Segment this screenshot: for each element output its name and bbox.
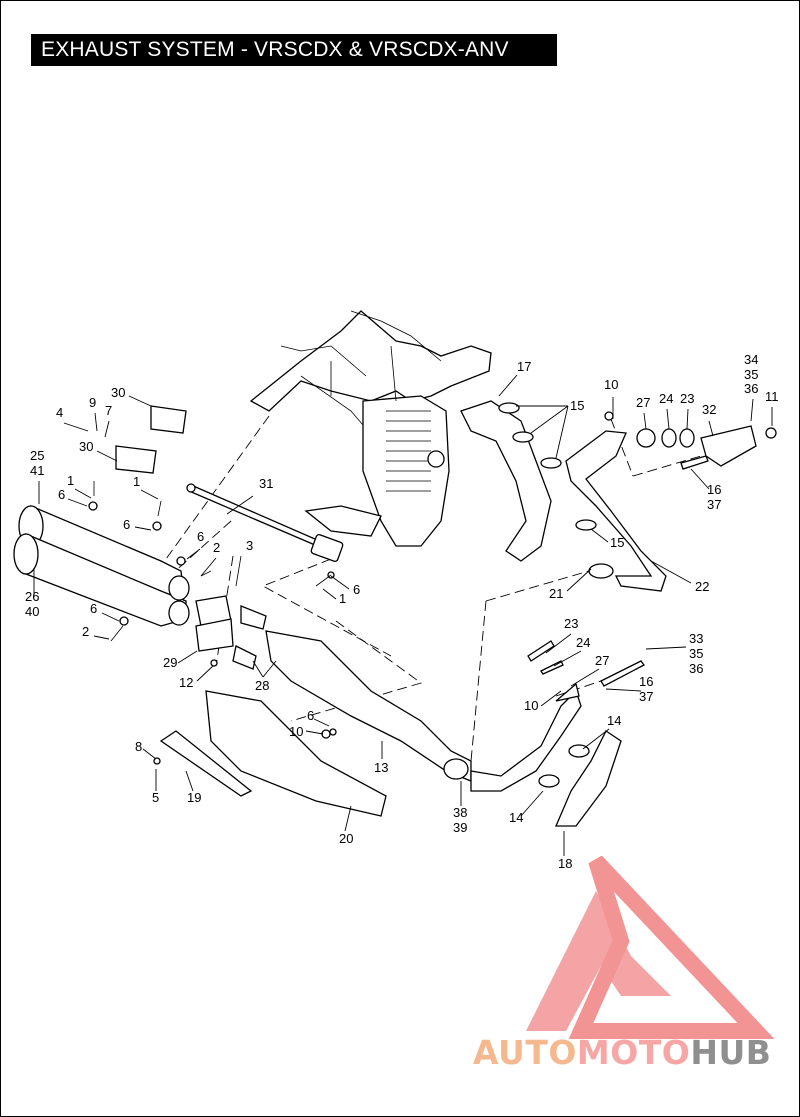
callout-c21: 21 <box>549 586 563 601</box>
callout-c39: 39 <box>453 820 467 835</box>
callout-c1b: 1 <box>133 474 140 489</box>
callout-c18: 18 <box>558 856 572 871</box>
callout-c27a: 27 <box>636 395 650 410</box>
callout-c24a: 24 <box>659 391 673 406</box>
callout-c15b: 15 <box>610 535 624 550</box>
callout-c5: 5 <box>152 790 159 805</box>
callout-c6a: 6 <box>58 487 65 502</box>
callout-c40: 40 <box>25 604 39 619</box>
callout-c14b: 14 <box>509 810 523 825</box>
callout-c7: 7 <box>105 403 112 418</box>
callout-c32: 32 <box>702 402 716 417</box>
callout-c30a: 30 <box>111 385 125 400</box>
callout-c37b: 37 <box>639 689 653 704</box>
callout-c30b: 30 <box>79 439 93 454</box>
callout-c36a: 36 <box>744 381 758 396</box>
callout-c41: 41 <box>30 463 44 478</box>
callout-c17: 17 <box>517 359 531 374</box>
callout-c4: 4 <box>56 405 63 420</box>
frame-assembly <box>249 310 492 547</box>
callout-c16b: 16 <box>639 674 653 689</box>
callout-c6c: 6 <box>197 529 204 544</box>
callout-c27b: 27 <box>595 653 609 668</box>
page-title: EXHAUST SYSTEM - VRSCDX & VRSCDX-ANV <box>31 34 557 66</box>
head-pipe-body <box>159 630 582 817</box>
callout-c36b: 36 <box>689 661 703 676</box>
muffler-assembly <box>13 405 267 670</box>
callout-c14a: 14 <box>607 713 621 728</box>
callout-c23a: 23 <box>680 391 694 406</box>
callout-c10b: 10 <box>524 698 538 713</box>
callout-c24b: 24 <box>576 635 590 650</box>
callout-c35a: 35 <box>744 367 758 382</box>
callout-c1c: 1 <box>339 591 346 606</box>
callout-c28: 28 <box>255 678 269 693</box>
callout-c34: 34 <box>744 352 758 367</box>
callout-c25: 25 <box>30 448 44 463</box>
callout-leaders <box>33 374 773 856</box>
callout-c38: 38 <box>453 805 467 820</box>
callout-c11: 11 <box>765 389 779 404</box>
support-rod <box>186 483 344 562</box>
callout-c20: 20 <box>339 831 353 846</box>
brand-wordmark: AUTOMOTOHUB <box>473 1033 771 1072</box>
callout-c3: 3 <box>246 538 253 553</box>
callout-c10a: 10 <box>604 377 618 392</box>
right-header-pipes <box>460 400 777 827</box>
callout-c8: 8 <box>135 739 142 754</box>
brand-part-moto: MOTO <box>576 1033 691 1072</box>
callout-c6b: 6 <box>123 517 130 532</box>
brand-logo <box>526 856 775 1039</box>
callout-c2b: 2 <box>82 624 89 639</box>
callout-c29: 29 <box>163 655 177 670</box>
callout-c12: 12 <box>179 675 193 690</box>
callout-c26: 26 <box>25 589 39 604</box>
callout-c1a: 1 <box>67 473 74 488</box>
callout-c13: 13 <box>374 760 388 775</box>
callout-c2a: 2 <box>213 540 220 555</box>
callout-c23b: 23 <box>564 616 578 631</box>
callout-c10c: 10 <box>289 724 303 739</box>
callout-c33: 33 <box>689 631 703 646</box>
callout-c16a: 16 <box>707 482 721 497</box>
callout-c35b: 35 <box>689 646 703 661</box>
callout-c31: 31 <box>259 476 273 491</box>
callout-c19: 19 <box>187 790 201 805</box>
brand-part-auto: AUTO <box>473 1033 577 1072</box>
small-fasteners <box>88 411 614 765</box>
callout-c6d: 6 <box>90 601 97 616</box>
callout-c37a: 37 <box>707 497 721 512</box>
callout-c6e: 6 <box>353 582 360 597</box>
brand-part-hub: HUB <box>690 1033 772 1072</box>
callout-c22: 22 <box>695 579 709 594</box>
callout-c9: 9 <box>89 395 96 410</box>
callout-c15a: 15 <box>570 398 584 413</box>
callout-c6f: 6 <box>307 708 314 723</box>
